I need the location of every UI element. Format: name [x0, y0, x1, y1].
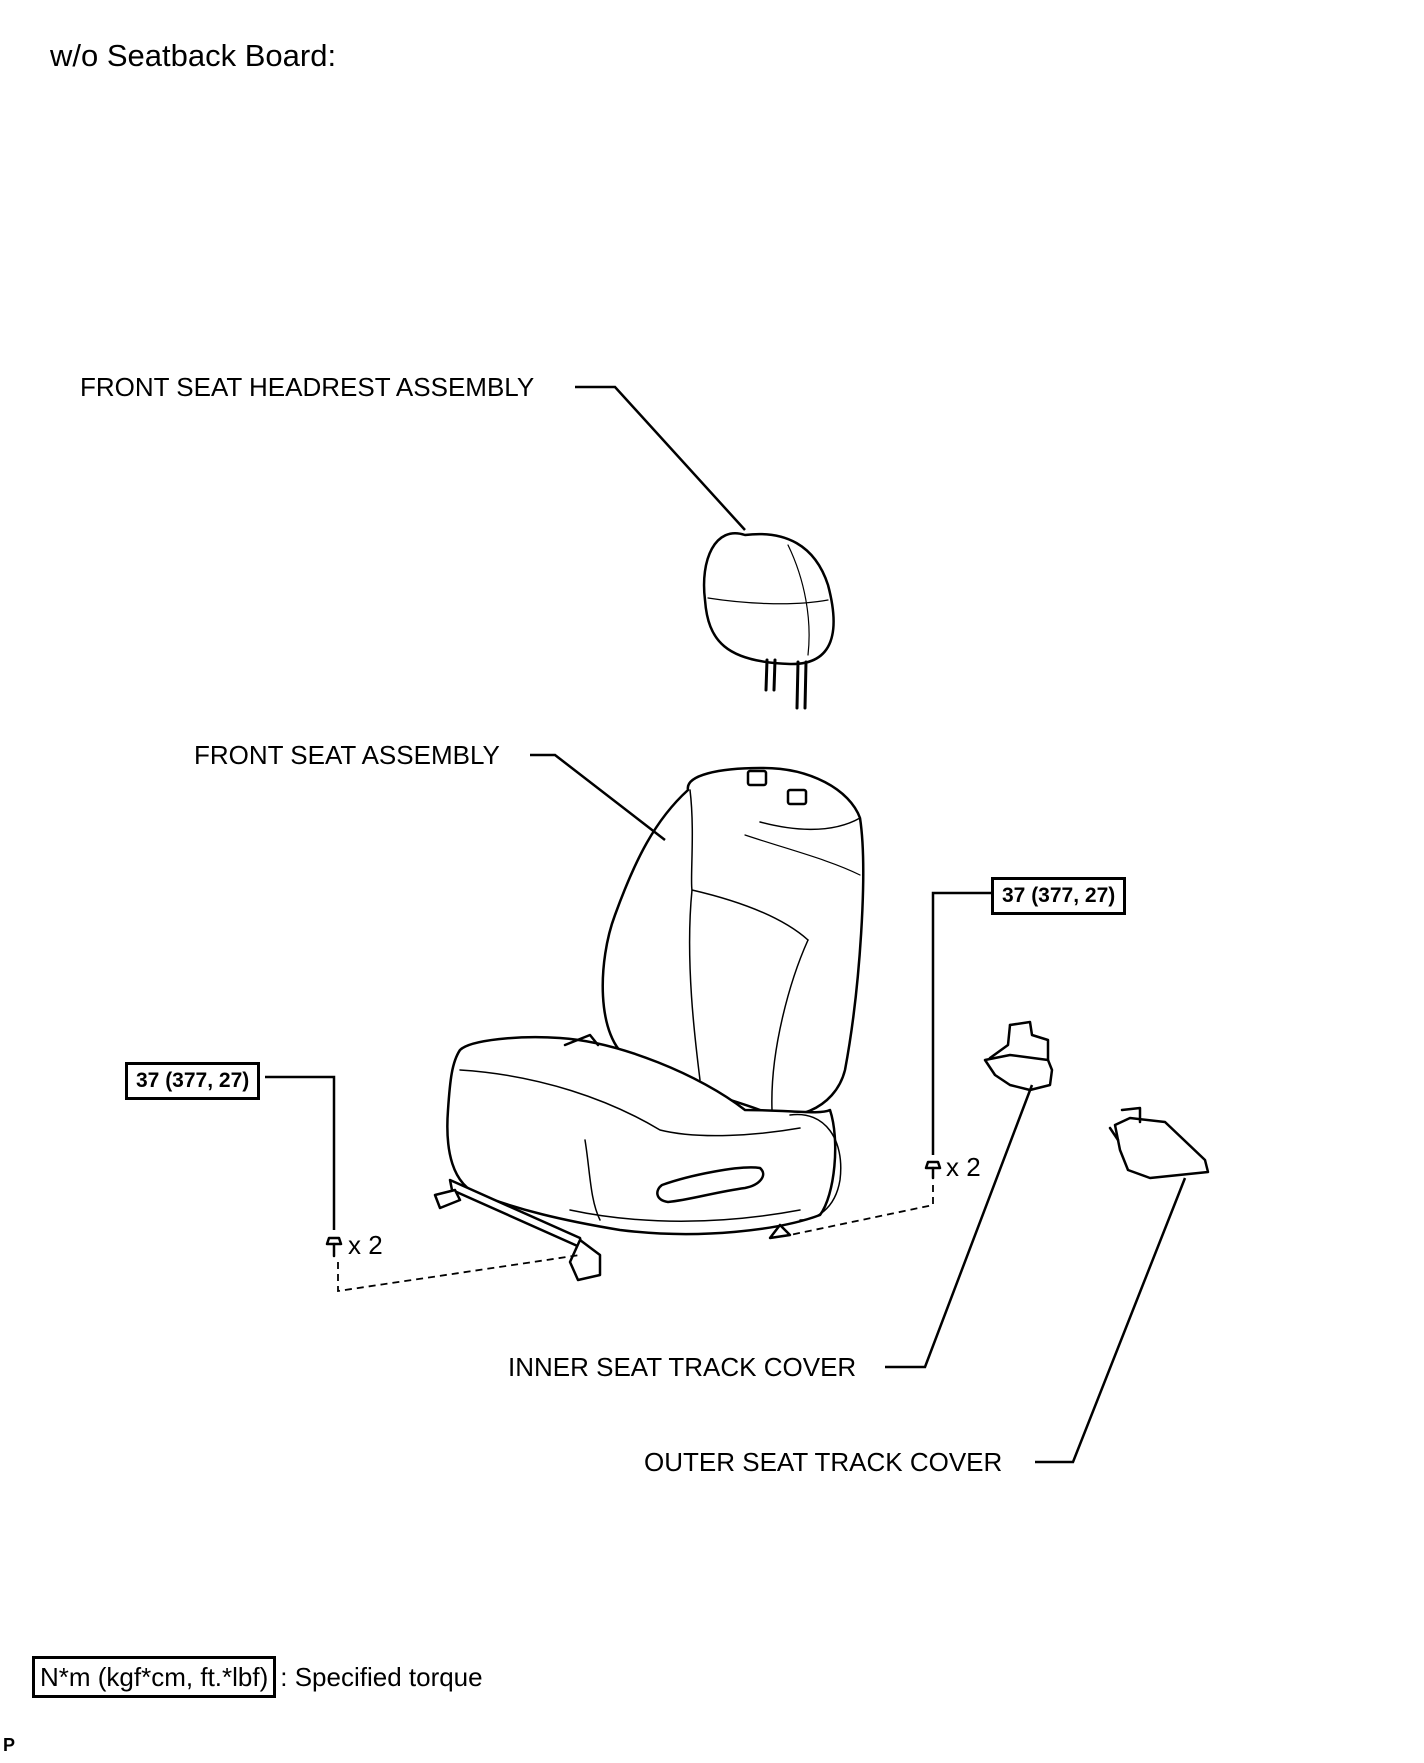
- outer-seat-track-cover-illustration: [1108, 1106, 1210, 1180]
- seatback-illustration: [601, 766, 865, 1117]
- headrest-illustration: [702, 532, 835, 710]
- torque-value-right: 37 (377, 27): [991, 877, 1127, 915]
- bolt-icon-right: [924, 1160, 942, 1180]
- callout-headrest: FRONT SEAT HEADREST ASSEMBLY: [80, 372, 535, 402]
- leader-outer-cover: [1035, 1177, 1187, 1464]
- figure-code: P: [3, 1735, 16, 1755]
- callout-outer-cover: OUTER SEAT TRACK COVER: [644, 1447, 1003, 1477]
- dashed-line-left: [337, 1254, 581, 1293]
- bolt-qty-right: x 2: [946, 1152, 981, 1182]
- bolt-icon-left: [325, 1236, 343, 1258]
- bolt-qty-left: x 2: [348, 1230, 383, 1260]
- callout-inner-cover: INNER SEAT TRACK COVER: [508, 1352, 857, 1382]
- leader-inner-cover: [885, 1084, 1034, 1369]
- page-title: w/o Seatback Board:: [50, 38, 337, 73]
- leader-torque-right: [931, 891, 991, 1155]
- leader-seat: [530, 753, 666, 841]
- torque-value-left: 37 (377, 27): [125, 1062, 261, 1100]
- callout-seat: FRONT SEAT ASSEMBLY: [194, 740, 500, 770]
- seat-rail-illustration: [433, 1033, 792, 1282]
- cushion-illustration: [446, 1035, 842, 1236]
- legend-description: : Specified torque: [280, 1662, 483, 1692]
- leader-headrest: [575, 385, 746, 531]
- inner-seat-track-cover-illustration: [983, 1020, 1054, 1092]
- dashed-line-right: [789, 1185, 934, 1236]
- torque-legend: N*m (kgf*cm, ft.*lbf) : Specified torque: [32, 1656, 483, 1698]
- leader-torque-left: [265, 1075, 336, 1230]
- legend-unit-box: N*m (kgf*cm, ft.*lbf): [32, 1656, 277, 1698]
